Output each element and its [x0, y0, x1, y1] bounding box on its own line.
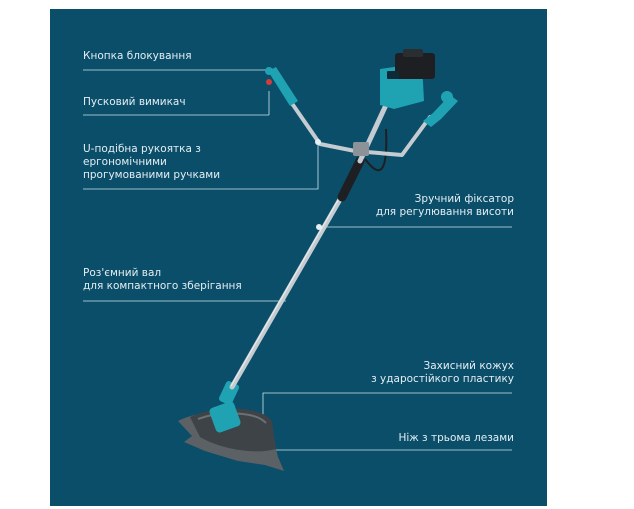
- right-grip-end: [441, 91, 453, 103]
- label-trigger: Пусковий вимикач: [83, 96, 186, 108]
- height-lock-point: [316, 224, 322, 230]
- label-guard-line-1: Захисний кожух: [423, 360, 514, 372]
- left-grip: [268, 67, 298, 106]
- label-shaft-line-1: Роз'ємний вал: [83, 267, 162, 279]
- right-grip: [423, 95, 458, 127]
- control-panel: [387, 71, 399, 79]
- label-guard: Захисний кожух з ударостійкого пластику: [371, 360, 514, 386]
- label-height-lock-line-1: Зручний фіксатор: [414, 193, 514, 205]
- label-u-handle-line-2: ергономічними: [83, 156, 167, 168]
- label-lock-button: Кнопка блокування: [83, 50, 192, 62]
- label-u-handle-line-3: прогумованими ручками: [83, 169, 221, 181]
- label-blade: Ніж з трьома лезами: [398, 432, 514, 444]
- protective-guard: [190, 408, 276, 452]
- battery-pack: [395, 53, 435, 79]
- grass-trimmer-illustration: [83, 49, 512, 471]
- motor-neck: [218, 381, 240, 405]
- motor-head: [209, 401, 241, 433]
- label-height-lock-line-2: для регулювання висоти: [375, 206, 514, 218]
- callout-line-guard: [262, 392, 512, 421]
- label-shaft-line-2: для компактного зберігання: [83, 280, 242, 292]
- label-u-handle-line-1: U-подібна рукоятка з: [83, 143, 201, 155]
- callout-lines: [83, 69, 512, 451]
- shaft-grip: [337, 156, 365, 202]
- battery-latch: [403, 49, 423, 57]
- trigger-switch: [266, 79, 272, 85]
- lock-button: [265, 67, 273, 75]
- product-infographic: Кнопка блокування Пусковий вимикач U-под…: [50, 9, 547, 506]
- label-height-lock: Зручний фіксатор для регулювання висоти: [376, 193, 514, 219]
- handle-callout-point: [315, 139, 321, 145]
- shaft-highlight: [230, 187, 346, 387]
- shaft: [229, 186, 349, 390]
- callout-line-handle: [83, 142, 319, 190]
- label-u-handle: U-подібна рукоятка з ергономічними прогу…: [83, 143, 220, 182]
- label-shaft: Роз'ємний вал для компактного зберігання: [83, 267, 242, 293]
- power-cable: [364, 128, 388, 172]
- label-guard-line-2: з ударостійкого пластику: [371, 373, 514, 385]
- handle-clamp: [353, 142, 369, 156]
